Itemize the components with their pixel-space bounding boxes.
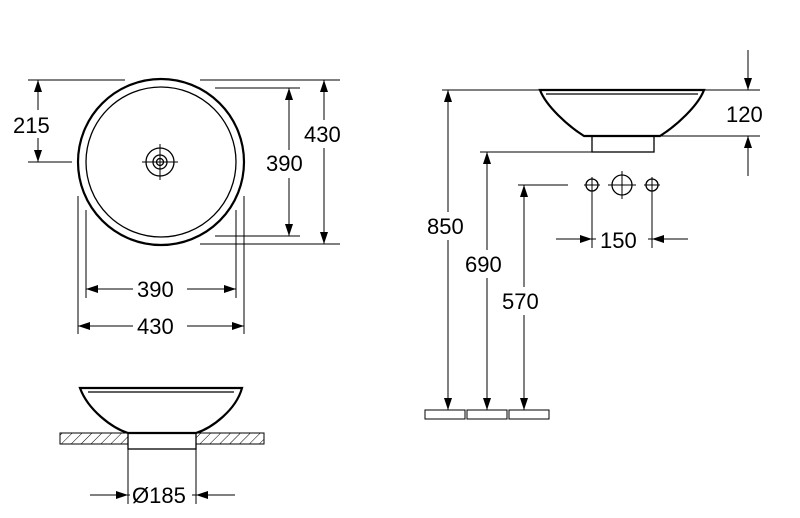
waste-connection-icon [608, 171, 636, 199]
vertical-dimensions [200, 79, 349, 245]
side-view: 120 850 690 570 [424, 50, 774, 420]
floor-block-1 [424, 409, 466, 420]
supply-spacing-label-150: 150 [600, 228, 637, 253]
side-bowl-outlet [591, 135, 655, 153]
top-view: 215 390 430 [8, 77, 349, 339]
inner-depth-label-390: 390 [266, 151, 303, 176]
outlet-height-label-690: 690 [465, 252, 502, 277]
horizontal-dimensions [77, 196, 245, 339]
rim-height-label-850: 850 [427, 214, 464, 239]
basin-outer-rim [76, 77, 246, 247]
supply-height-label-570: 570 [502, 289, 539, 314]
supply-valve-left-icon [584, 177, 600, 193]
floor-block-2 [466, 409, 508, 420]
countertop-left [59, 432, 129, 445]
side-bowl-profile [538, 88, 706, 138]
outer-width-label-430: 430 [137, 314, 174, 339]
section-view: Ø185 [59, 386, 265, 508]
bowl-outlet [127, 432, 197, 450]
inner-width-label-390: 390 [137, 277, 174, 302]
depth-label-215: 215 [13, 113, 50, 138]
countertop-right [195, 432, 265, 445]
outlet-diameter-label: Ø185 [132, 483, 186, 508]
depth-dimension-215 [8, 79, 125, 163]
bowl-profile [78, 386, 244, 435]
bowl-height-label-120: 120 [726, 102, 763, 127]
basin-inner-rim [85, 86, 237, 238]
supply-valve-right-icon [644, 177, 660, 193]
drain-icon [142, 144, 178, 180]
floor-block-3 [508, 409, 550, 420]
outer-depth-label-430: 430 [304, 122, 341, 147]
